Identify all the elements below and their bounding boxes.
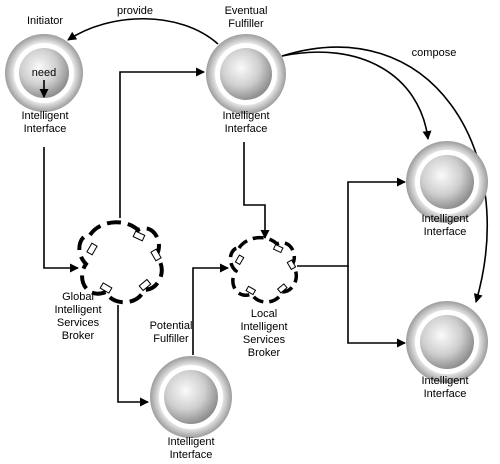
global-broker-cloud: [77, 220, 164, 305]
label-right-top-line2: Interface: [423, 226, 467, 238]
arrow-initiator-to-global-broker: [43, 147, 79, 273]
label-right-top-line1: Intelligent: [421, 213, 469, 225]
label-right-top-interface: Intelligent Interface: [410, 213, 480, 239]
label-local-line1: Local: [250, 308, 278, 320]
connectors: [43, 17, 488, 407]
label-eventual-interface-line1: Intelligent: [222, 110, 270, 122]
label-global-line3: Services: [56, 317, 100, 329]
label-potential-interface-line2: Interface: [169, 449, 213, 461]
arrow-local-broker-to-right-top: [297, 177, 406, 267]
potential-fulfiller-component: [150, 356, 232, 438]
arrow-global-broker-to-potential: [117, 305, 149, 407]
label-local-line4: Broker: [247, 347, 281, 359]
label-eventual-interface: Intelligent Interface: [211, 110, 281, 136]
label-eventual-line1: Eventual: [224, 5, 268, 17]
label-eventual-line2: Fulfiller: [228, 18, 264, 30]
right-bottom-component: [406, 301, 488, 383]
label-right-bottom-line2: Interface: [423, 388, 467, 400]
label-global-line1: Global: [62, 291, 94, 303]
label-initiator-interface-line2: Interface: [23, 123, 67, 135]
label-right-bottom-line1: Intelligent: [421, 375, 469, 387]
arrow-compose-top: [281, 51, 432, 140]
label-global-broker: Global Intelligent Services Broker: [48, 291, 108, 343]
label-local-line2: Intelligent: [240, 321, 288, 333]
label-local-broker: Local Intelligent Services Broker: [229, 308, 299, 360]
label-potential-line1: Potential: [149, 320, 193, 332]
label-potential-interface-line1: Intelligent: [167, 436, 215, 448]
local-broker-cloud: [228, 235, 298, 304]
label-potential-fulfiller: Potential Fulfiller: [138, 320, 204, 346]
label-provide: provide: [116, 5, 154, 17]
eventual-fulfiller-component: [206, 34, 286, 114]
label-global-line2: Intelligent: [54, 304, 102, 316]
label-initiator-interface-line1: Intelligent: [21, 110, 69, 122]
label-potential-interface: Intelligent Interface: [156, 436, 226, 462]
label-eventual-interface-line2: Interface: [224, 123, 268, 135]
label-local-line3: Services: [242, 334, 286, 346]
right-top-component: [406, 141, 488, 223]
label-initiator: Initiator: [26, 15, 64, 27]
arrow-global-broker-to-eventual: [119, 67, 205, 218]
label-right-bottom-interface: Intelligent Interface: [410, 375, 480, 401]
label-eventual-fulfiller: Eventual Fulfiller: [213, 5, 279, 31]
label-initiator-interface: Intelligent Interface: [10, 110, 80, 136]
arrow-potential-to-local-broker: [192, 263, 229, 355]
arrow-provide: [67, 17, 219, 45]
arrow-local-broker-to-right-bottom: [347, 266, 406, 348]
arrow-eventual-to-local-broker: [243, 142, 270, 239]
label-potential-line2: Fulfiller: [153, 333, 189, 345]
label-compose: compose: [411, 47, 457, 59]
label-need: need: [31, 67, 57, 79]
arrow-compose-bottom: [281, 46, 488, 303]
label-global-line4: Broker: [61, 330, 95, 342]
initiator-component: [5, 34, 83, 112]
